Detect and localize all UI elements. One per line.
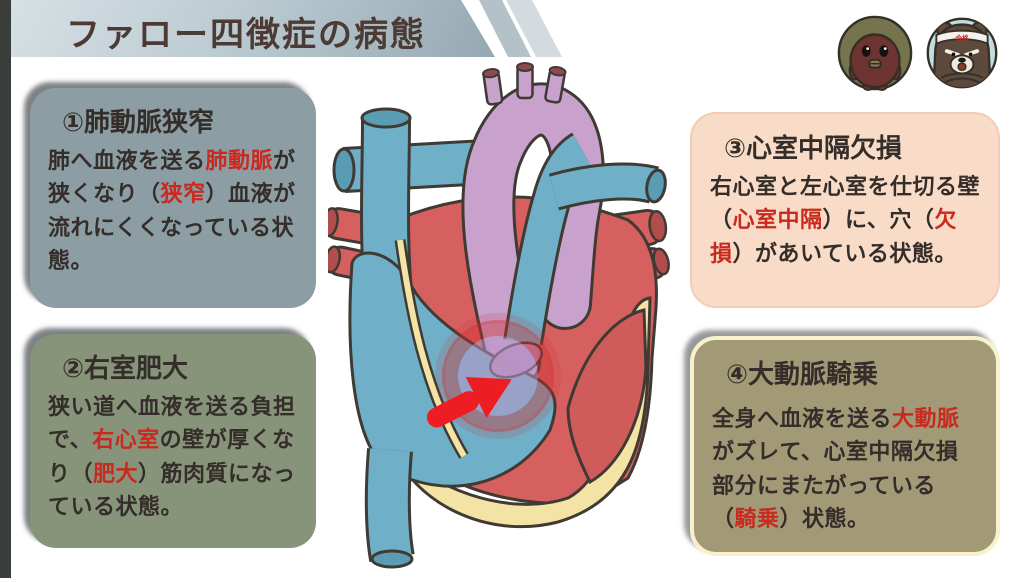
bear-character-headband-icon: 合格: [924, 15, 1000, 91]
card-title: ④大動脈騎乗: [726, 360, 879, 390]
card-body: 全身へ血液を送る大動脈がズレて、心室中隔欠損部分にまたがっている（騎乗）状態。: [712, 407, 960, 533]
inferior-vena-cava: [364, 448, 415, 569]
card-right-ventricular-hypertrophy: ②右室肥大 狭い道へ血液を送る負担で、右心室の壁が厚くなり（肥大）筋肉質になって…: [30, 334, 316, 548]
svg-text:合格: 合格: [954, 34, 969, 43]
title-banner: [11, 0, 495, 57]
card-title: ②右室肥大: [62, 354, 189, 384]
card-title: ①肺動脈狭窄: [62, 108, 215, 138]
card-ventricular-septal-defect: ③心室中隔欠損 右心室と左心室を仕切る壁（心室中隔）に、穴（欠損）があいている状…: [690, 112, 1000, 308]
red-arrow: [426, 376, 512, 428]
pulmonary-artery-trunk: [503, 132, 667, 346]
card-title: ③心室中隔欠損: [724, 134, 903, 164]
mole-character-icon: [836, 14, 914, 92]
card-pulmonary-stenosis: ①肺動脈狭窄 肺へ血液を送る肺動脈が狭くなり（狭窄）血液が流れにくくなっている状…: [30, 88, 316, 308]
card-body: 右心室と左心室を仕切る壁（心室中隔）に、穴（欠損）があいている状態。: [710, 175, 981, 267]
aorta: [461, 62, 605, 389]
page-title: ファロー四徴症の病態: [66, 15, 426, 55]
card-body: 肺へ血液を送る肺動脈が狭くなり（狭窄）血液が流れにくくなっている状態。: [48, 149, 296, 275]
myocardium-wall: [388, 296, 652, 529]
aortic-arch-branches: [481, 62, 567, 106]
left-ventricle: [566, 308, 648, 485]
card-body: 狭い道へ血液を送る負担で、右心室の壁が厚くなり（肥大）筋肉質になっている状態。: [48, 395, 296, 521]
tetralogy-of-fallot-heart-illustration: [321, 58, 680, 578]
card-overriding-aorta: ④大動脈騎乗 全身へ血液を送る大動脈がズレて、心室中隔欠損部分にまたがっている（…: [690, 336, 1000, 556]
septal-wall-line: [394, 239, 469, 459]
left-edge-strip: [0, 0, 11, 578]
